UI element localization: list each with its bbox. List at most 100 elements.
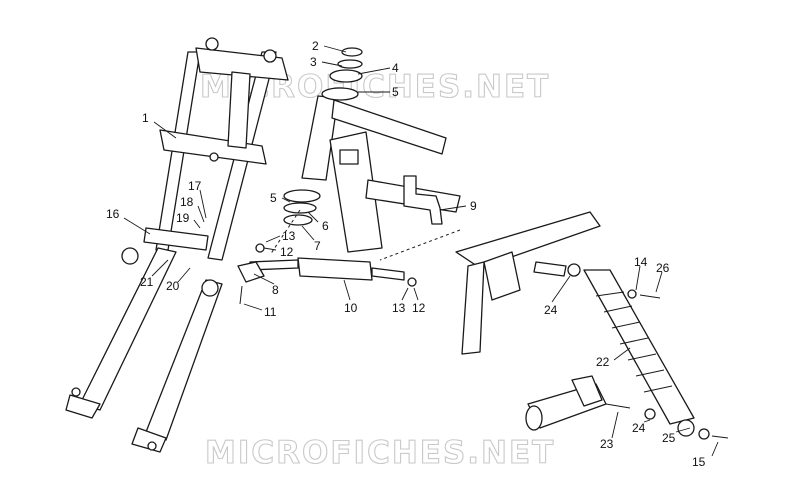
leader-22: [613, 347, 631, 361]
leader-19: [193, 219, 201, 229]
callout-24-top: 24: [544, 303, 558, 317]
assembly-guide-line: [269, 209, 461, 261]
upper-bearing-cup: [329, 69, 363, 83]
leader-14: [635, 265, 641, 291]
leader-5b: [281, 197, 291, 203]
leader-3: [321, 61, 343, 67]
callout-1: 1: [142, 111, 149, 125]
linkage-washer: [644, 408, 656, 420]
leader-1: [153, 121, 177, 139]
steering-washer: [337, 59, 363, 69]
lower-bearing-race: [283, 189, 321, 203]
callout-25: 25: [662, 431, 676, 445]
fork-clamp-left: [121, 247, 139, 265]
leader-2: [323, 45, 347, 53]
fork-clamp-right: [201, 279, 219, 297]
yoke-nut-right: [263, 49, 277, 63]
callout-13-end: 13: [392, 301, 406, 315]
leader-16: [123, 217, 151, 235]
callout-7: 7: [314, 239, 321, 253]
leader-25: [675, 427, 691, 433]
callout-4: 4: [392, 61, 399, 75]
shock-linkage: [525, 375, 656, 431]
damper-body: [297, 257, 373, 281]
fender-bracket: [143, 227, 209, 251]
leader-lines: [123, 45, 719, 457]
yoke-nut-left: [205, 37, 219, 51]
callout-15: 15: [692, 455, 706, 469]
leader-4: [357, 67, 391, 75]
leader-12b: [413, 287, 419, 301]
top-yoke: [195, 47, 289, 81]
leader-6: [307, 211, 319, 223]
leader-10: [343, 279, 351, 301]
callout-6: 6: [322, 219, 329, 233]
callout-22: 22: [596, 355, 610, 369]
frame-front: [269, 47, 461, 261]
shock-top-bolt: [639, 294, 661, 299]
leader-13a: [265, 235, 281, 243]
damper-bolt: [239, 285, 243, 305]
upper-bearing-race: [321, 87, 359, 101]
leader-15: [711, 441, 719, 457]
leader-11: [243, 303, 263, 311]
shock-top-washer: [567, 263, 581, 277]
callout-21: 21: [140, 275, 154, 289]
damper-mount-bracket: [237, 261, 265, 283]
linkage-bracket: [571, 375, 603, 407]
shock-top-bolt-washer: [627, 289, 637, 299]
callout-12-damper: 12: [280, 245, 294, 259]
leader-12a: [263, 247, 277, 251]
fork-foot-left: [65, 394, 101, 419]
leader-23: [611, 411, 619, 439]
axle-hole-right: [147, 441, 157, 451]
callout-2: 2: [312, 39, 319, 53]
steering-nut: [341, 47, 363, 57]
linkage-pin: [605, 403, 631, 409]
rear-frame-rail: [455, 211, 601, 269]
rear-shock-absorber: [533, 261, 729, 440]
frame-top-tube: [331, 99, 447, 155]
damper-end-washer: [407, 277, 417, 287]
callout-5-upper: 5: [392, 85, 399, 99]
damper-end-rod: [371, 267, 405, 281]
callout-14: 14: [634, 255, 648, 269]
axle-hole-left: [71, 387, 81, 397]
dust-seal: [283, 214, 313, 226]
callout-19: 19: [176, 211, 190, 225]
shock-body: [583, 269, 695, 425]
leader-18: [197, 205, 205, 223]
rear-subframe: [455, 211, 601, 355]
leader-17: [199, 189, 207, 219]
fork-slider-left: [79, 247, 177, 411]
fork-slider-right: [145, 279, 223, 441]
front-fork-assembly: [65, 37, 289, 453]
shock-spring: [595, 291, 673, 393]
steering-stem: [227, 71, 251, 149]
damper-washer: [255, 243, 265, 253]
watermark-bottom: MICROFICHES.NET: [205, 435, 555, 471]
fork-foot-right: [131, 427, 167, 453]
callout-9: 9: [470, 199, 477, 213]
callout-11: 11: [264, 305, 277, 319]
callout-labels: 1 2 3 4 5 5 6 7 8 9 10 11 12 12 13 13 14…: [106, 39, 706, 469]
callout-3: 3: [310, 55, 317, 69]
steering-damper: [237, 243, 417, 305]
frame-gusset: [339, 149, 359, 165]
callout-20: 20: [166, 279, 180, 293]
leader-20: [177, 267, 191, 283]
callout-12-end: 12: [412, 301, 426, 315]
callout-5-lower: 5: [270, 191, 277, 205]
callout-16: 16: [106, 207, 120, 221]
leader-26: [655, 271, 663, 293]
rear-frame-strut: [461, 261, 485, 355]
leader-24b: [643, 419, 651, 423]
leader-8: [253, 273, 275, 285]
leader-24a: [551, 275, 571, 303]
linkage-bushing: [525, 405, 543, 431]
bracket: [403, 175, 443, 225]
shock-bottom-eye: [677, 419, 695, 437]
lower-bearing: [283, 202, 317, 214]
